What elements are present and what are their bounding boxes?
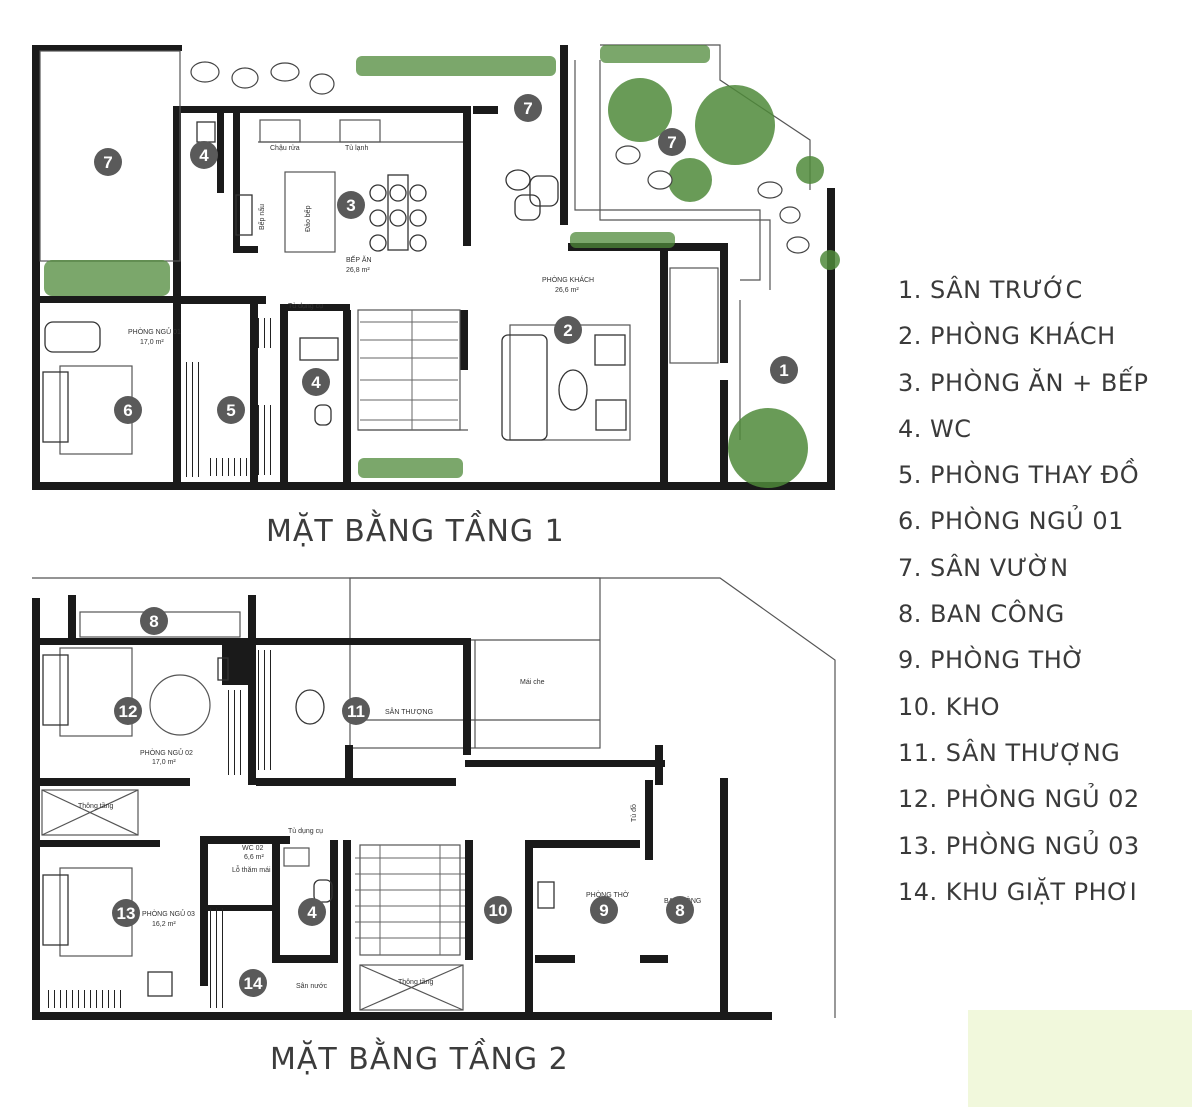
legend-item: 10. KHO xyxy=(898,692,1000,721)
f1-marker-6: 6 xyxy=(114,396,142,424)
f2-marker-11: 11 xyxy=(342,697,370,725)
svg-text:9: 9 xyxy=(599,901,608,920)
f1-marker-2: 2 xyxy=(554,316,582,344)
f2-label-void-a: Thông tầng xyxy=(78,801,114,810)
svg-text:12: 12 xyxy=(119,702,138,721)
f1-label-stove: Bếp nấu xyxy=(257,204,266,230)
floor2-thin-outline xyxy=(32,577,836,1018)
legend-item: 6. PHÒNG NGỦ 01 xyxy=(898,507,1124,536)
f1-label-living: PHÒNG KHÁCH xyxy=(542,275,594,284)
f2-label-bedroom3: PHÒNG NGỦ 03 xyxy=(142,909,195,918)
svg-text:4: 4 xyxy=(199,146,209,165)
floor2-plan: SÂN THƯỢNG Mái che PHÒNG NGỦ 02 17,0 m² … xyxy=(32,577,836,1020)
floor2-walls xyxy=(32,595,772,1020)
f2-marker-8a: 8 xyxy=(140,607,168,635)
floor1-plan: Chậu rửa Tủ lạnh Đảo bếp Bếp nấu BẾP ĂN … xyxy=(32,44,840,490)
svg-text:4: 4 xyxy=(311,373,321,392)
f1-label-dining-area: 26,8 m² xyxy=(346,267,370,274)
floor1-closets xyxy=(186,318,276,477)
legend-item: 13. PHÒNG NGỦ 03 xyxy=(898,831,1140,860)
svg-text:4: 4 xyxy=(307,903,317,922)
f2-marker-9: 9 xyxy=(590,896,618,924)
f2-label-roof: Mái che xyxy=(520,679,545,686)
f1-label-cabinet: Tủ dụng cụ xyxy=(288,302,323,310)
svg-text:8: 8 xyxy=(149,612,158,631)
floor1-title: MẶT BẰNG TẦNG 1 xyxy=(266,514,565,549)
legend-item: 8. BAN CÔNG xyxy=(898,600,1065,629)
legend-item: 1. SÂN TRƯỚC xyxy=(898,276,1083,304)
floor1-planters xyxy=(44,45,840,488)
f1-marker-4a: 4 xyxy=(190,141,218,169)
corner-color-swatch xyxy=(968,1010,1192,1107)
floor2-title: MẶT BẰNG TẦNG 2 xyxy=(270,1042,569,1077)
floor1-stairs xyxy=(360,310,458,430)
f1-marker-7c: 7 xyxy=(658,128,686,156)
f2-label-bedroom3-area: 16,2 m² xyxy=(152,921,176,928)
f1-marker-4b: 4 xyxy=(302,368,330,396)
f2-label-wc: WC 02 xyxy=(242,845,264,852)
svg-text:1: 1 xyxy=(779,361,788,380)
f2-marker-13: 13 xyxy=(112,899,140,927)
floor2-stairs xyxy=(355,845,465,955)
floor2-closets xyxy=(44,650,276,1008)
f2-label-bedroom2-area: 17,0 m² xyxy=(152,759,176,766)
f1-label-island: Đảo bếp xyxy=(303,205,312,232)
svg-text:5: 5 xyxy=(226,401,235,420)
f2-label-bedroom2: PHÒNG NGỦ 02 xyxy=(140,748,193,757)
f1-label-bedroom-area: 17,0 m² xyxy=(140,339,164,346)
svg-text:14: 14 xyxy=(244,974,263,993)
room-legend: 1. SÂN TRƯỚC 2. PHÒNG KHÁCH 3. PHÒNG ĂN … xyxy=(898,270,1148,918)
f2-label-laundry: Sân nước xyxy=(296,983,328,990)
svg-text:6: 6 xyxy=(123,401,132,420)
f1-label-bedroom: PHÒNG NGỦ 01 xyxy=(128,327,181,336)
svg-text:7: 7 xyxy=(523,99,532,118)
f1-label-sink: Chậu rửa xyxy=(270,144,300,152)
f2-marker-8b: 8 xyxy=(666,896,694,924)
legend-item: 7. SÂN VƯỜN xyxy=(898,553,1069,582)
f2-label-altar: PHÒNG THỜ xyxy=(586,890,629,899)
legend-item: 12. PHÒNG NGỦ 02 xyxy=(898,785,1140,814)
legend-item: 3. PHÒNG ĂN + BẾP xyxy=(898,368,1149,397)
f1-marker-7b: 7 xyxy=(514,94,542,122)
f2-marker-12: 12 xyxy=(114,697,142,725)
f1-label-living-area: 26,6 m² xyxy=(555,287,579,294)
f2-label-wardrobe: Tủ đồ xyxy=(629,804,638,822)
f2-marker-14: 14 xyxy=(239,969,267,997)
floor1-furniture xyxy=(42,121,627,443)
svg-text:7: 7 xyxy=(667,133,676,152)
svg-text:8: 8 xyxy=(675,901,684,920)
floor2-furniture xyxy=(42,654,555,997)
legend-item: 5. PHÒNG THAY ĐỒ xyxy=(898,461,1140,490)
svg-text:10: 10 xyxy=(489,901,508,920)
f1-label-dining: BẾP ĂN xyxy=(346,254,372,264)
legend-item: 2. PHÒNG KHÁCH xyxy=(898,322,1116,351)
legend-item: 14. KHU GIẶT PHƠI xyxy=(898,877,1138,906)
f2-label-terrace: SÂN THƯỢNG xyxy=(385,707,433,716)
svg-text:13: 13 xyxy=(117,904,136,923)
f2-label-hatch: Lỗ thăm mái xyxy=(232,865,271,874)
svg-text:3: 3 xyxy=(346,196,355,215)
f2-marker-4: 4 xyxy=(298,898,326,926)
f1-marker-1: 1 xyxy=(770,356,798,384)
f2-label-void-b: Thông tầng xyxy=(398,977,434,986)
f1-marker-3: 3 xyxy=(337,191,365,219)
svg-text:2: 2 xyxy=(563,321,572,340)
legend-item: 9. PHÒNG THỜ xyxy=(898,646,1085,675)
floor1-stepping-stones xyxy=(190,61,810,254)
legend-item: 11. SÂN THƯỢNG xyxy=(898,738,1121,767)
svg-text:11: 11 xyxy=(347,702,365,721)
legend-item: 4. WC xyxy=(898,414,972,443)
svg-text:7: 7 xyxy=(103,153,112,172)
f1-label-fridge: Tủ lạnh xyxy=(345,144,368,152)
f2-marker-10: 10 xyxy=(484,896,512,924)
f1-marker-5: 5 xyxy=(217,396,245,424)
f2-label-wc-area: 6,6 m² xyxy=(244,854,265,861)
floor1-walls xyxy=(32,45,835,490)
f2-label-cabinet: Tủ dụng cụ xyxy=(288,827,323,835)
f1-marker-7a: 7 xyxy=(94,148,122,176)
